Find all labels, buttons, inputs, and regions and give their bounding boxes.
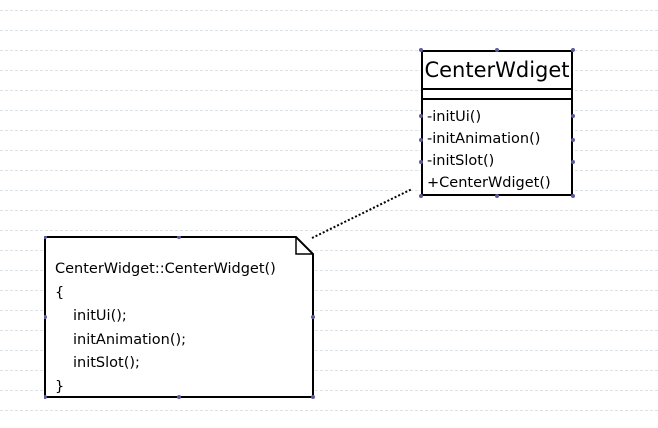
note-line: { [55, 284, 65, 301]
class-attributes-compartment [423, 90, 571, 100]
class-operation: -initAnimation() [427, 131, 541, 147]
class-operation: -initSlot() [427, 153, 495, 169]
class-name: CenterWdiget [423, 52, 571, 90]
uml-class-box[interactable]: CenterWdiget -initUi() -initAnimation() … [421, 50, 573, 196]
note-line: initUi(); [73, 308, 127, 324]
note-line: CenterWidget::CenterWidget() [55, 261, 276, 277]
class-operation: +CenterWdiget() [427, 175, 551, 191]
note-text: CenterWidget::CenterWidget() { initUi();… [55, 258, 276, 399]
class-operation: -initUi() [427, 109, 482, 125]
class-operations-list: -initUi() -initAnimation() -initSlot() +… [427, 106, 551, 194]
note-line: initSlot(); [73, 355, 140, 371]
note-line: initAnimation(); [73, 331, 187, 348]
note-shape [44, 236, 315, 399]
note-line: } [55, 378, 65, 395]
code-note[interactable]: CenterWidget::CenterWidget() { initUi();… [44, 236, 315, 399]
